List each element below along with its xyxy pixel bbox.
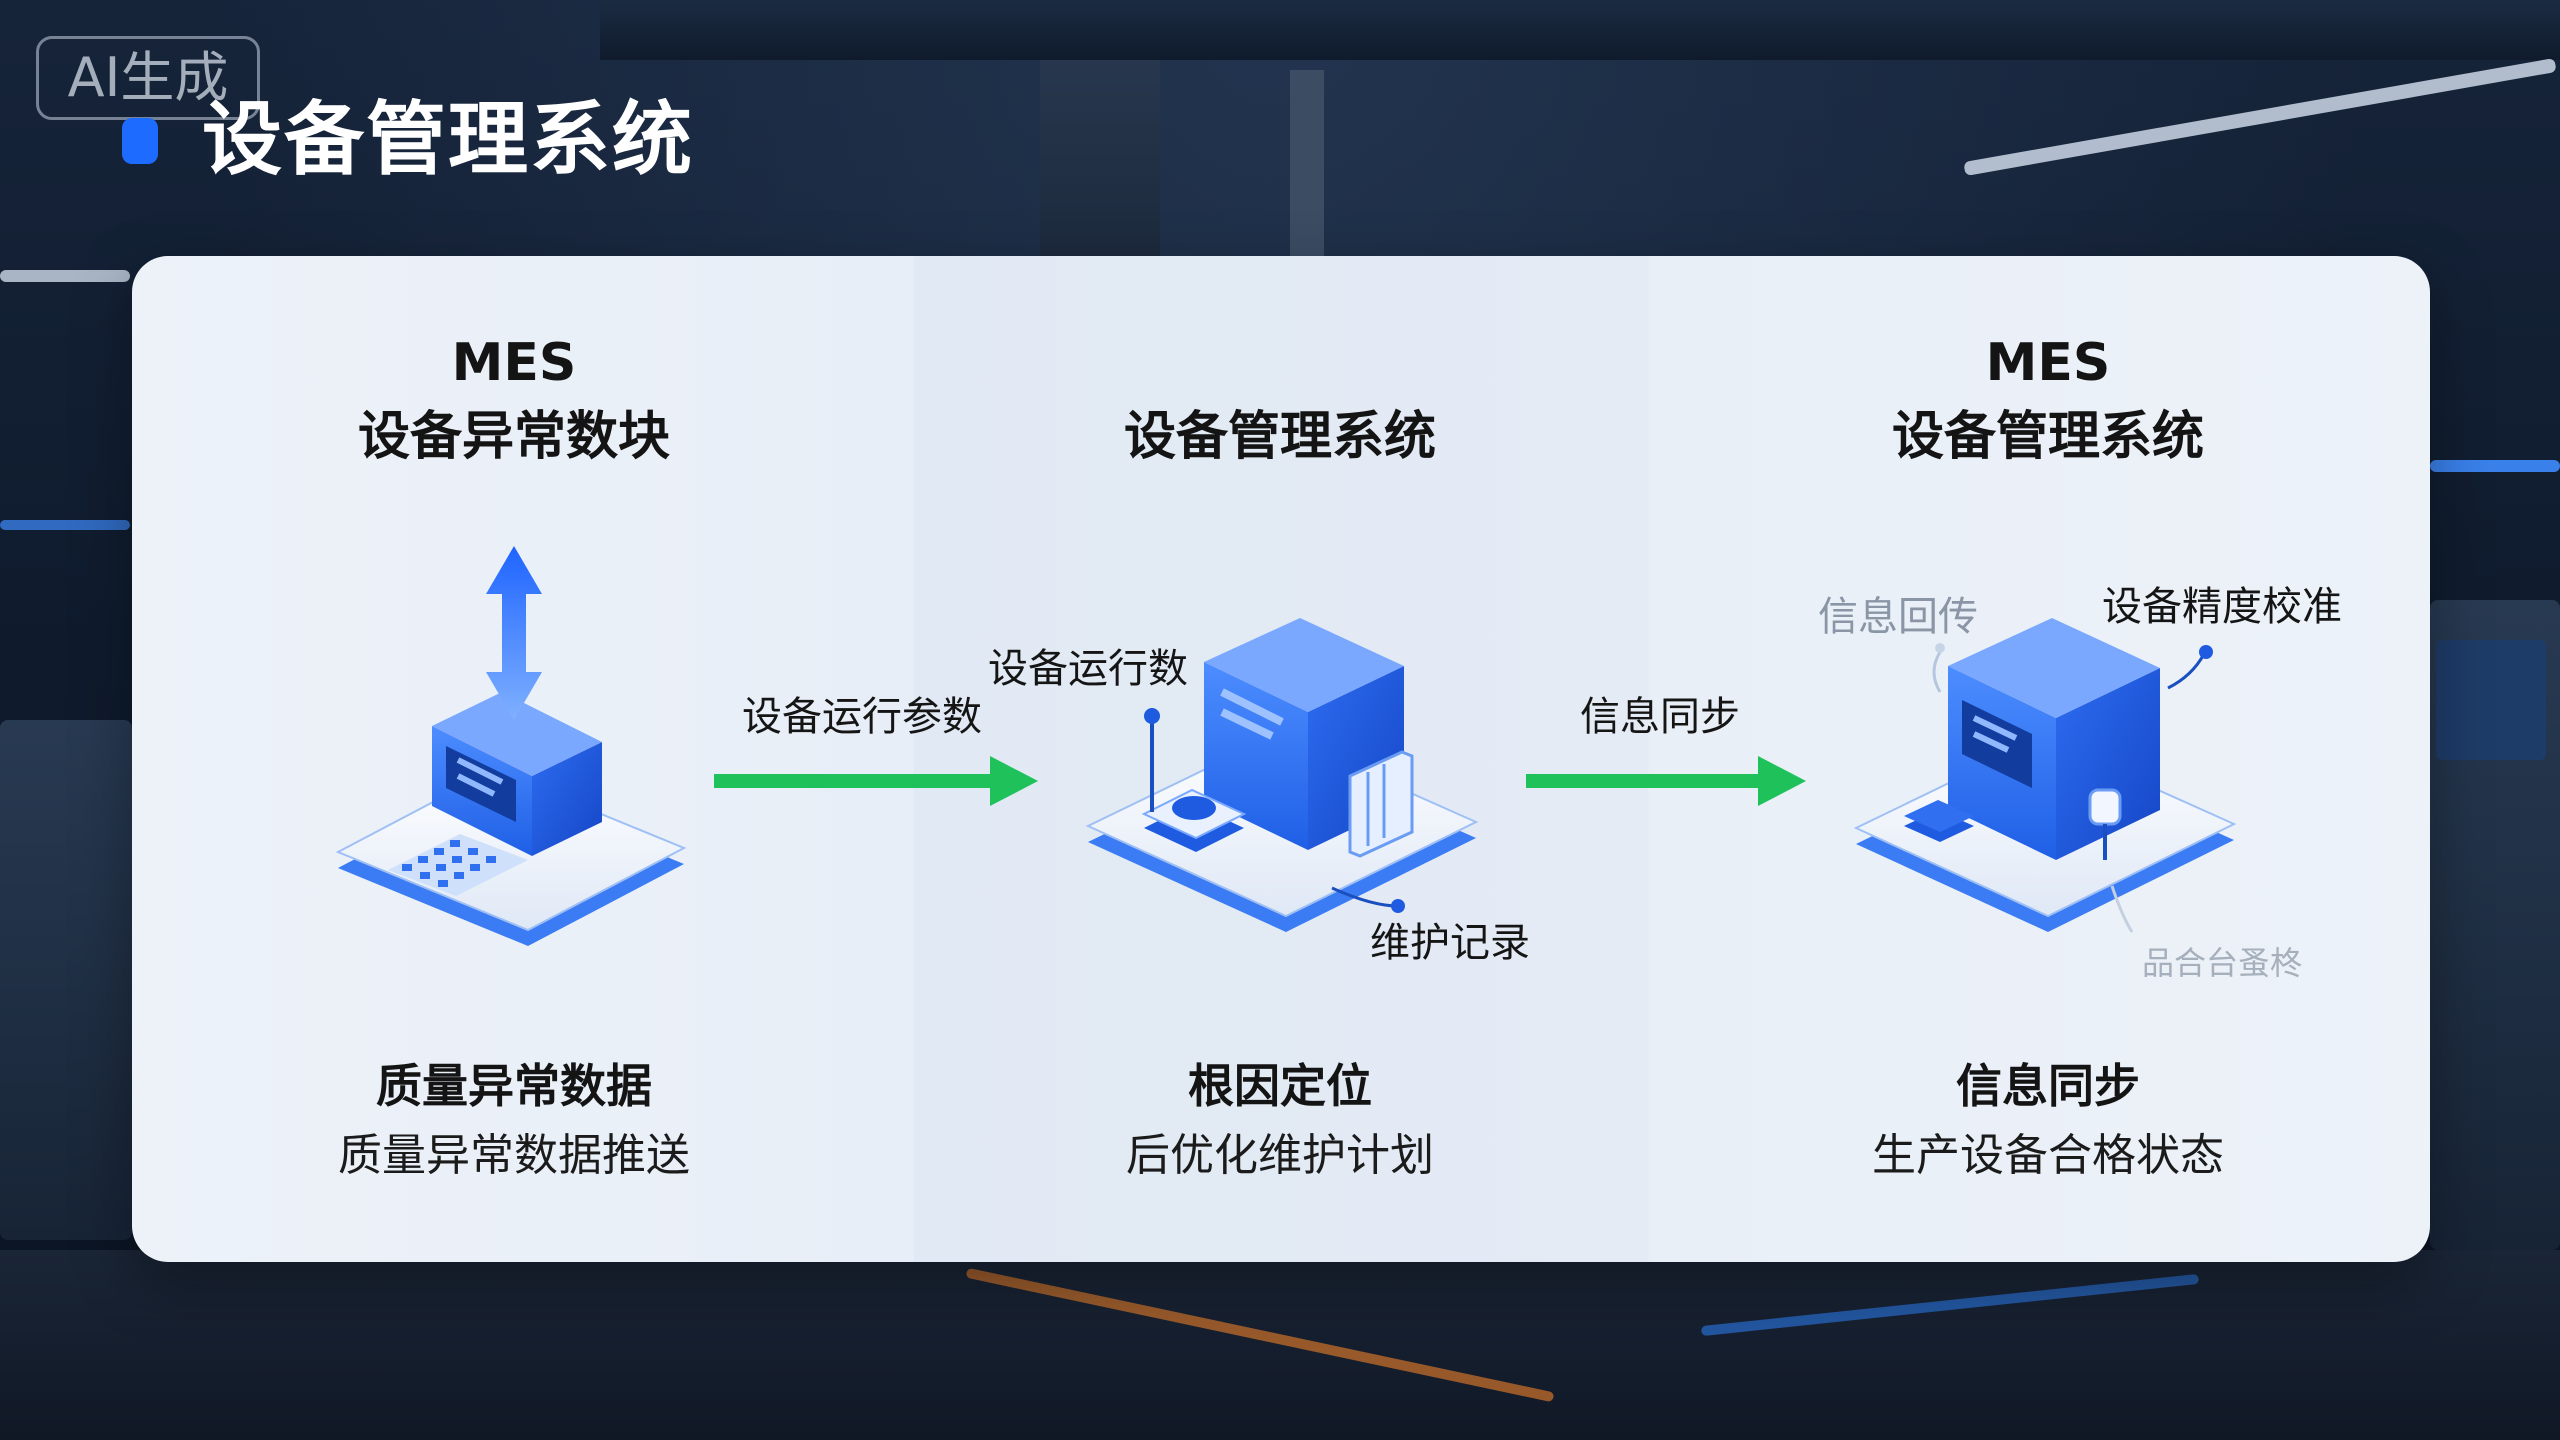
pipe (1290, 70, 1324, 260)
server-front (1204, 662, 1308, 850)
section-2-caption-sub: 后优化维护计划 (1126, 1130, 1434, 1181)
section-1-caption-title: 质量异常数据 (376, 1059, 652, 1113)
callout-faint-bottom: 品合台蚤柊 (2142, 944, 2303, 982)
monitor-top (432, 692, 602, 776)
ceiling-light (0, 270, 130, 282)
section-2-title-line2: 设备管理系统 (1123, 407, 1436, 467)
flow-arrow-1 (714, 756, 1038, 806)
bidirectional-arrow (486, 546, 542, 720)
gauge-unit (2088, 788, 2122, 826)
flow-arrow-2 (1526, 756, 1806, 806)
mes-terminal-illustration (335, 546, 687, 946)
machine-side (2056, 668, 2160, 860)
section-2-title: 设备管理系统 (930, 326, 1630, 474)
callout-device-run-data: 设备运行数 (988, 646, 1188, 692)
section-1-caption-sub: 质量异常数据推送 (338, 1130, 690, 1181)
section-3-caption-title: 信息同步 (1956, 1059, 2140, 1113)
blue-strip-light (2430, 460, 2560, 472)
keyboard-keys (402, 840, 496, 887)
section-1-title-line1: MES (451, 333, 577, 393)
callout-info-return: 信息回传 (1818, 594, 1978, 640)
section-2-caption-title: 根因定位 (1188, 1059, 1372, 1113)
section-3-title: MES 设备管理系统 (1698, 326, 2398, 474)
section-3-caption-sub: 生产设备合格状态 (1872, 1130, 2224, 1181)
ceiling-truss (600, 0, 2560, 60)
storage-module (1348, 750, 1414, 858)
page-title: 设备管理系统 (202, 93, 694, 186)
machine-left (0, 720, 132, 1240)
section-3-title-line2: 设备管理系统 (1891, 407, 2204, 467)
arrow-2-label: 信息同步 (1580, 694, 1740, 740)
section-1-title-line2: 设备异常数块 (357, 407, 670, 467)
keyboard (388, 834, 528, 896)
section-2-title-line1 (930, 326, 1630, 400)
callout-maintenance-record: 维护记录 (1370, 920, 1530, 966)
server-top (1204, 618, 1404, 712)
arrow-1-label: 设备运行参数 (742, 694, 982, 740)
ceiling-light (1963, 58, 2557, 176)
callout-precision-calibration: 设备精度校准 (2102, 584, 2342, 630)
diagram-panel: MES 设备异常数块 设备管理系统 MES 设备管理系统 设备运行参数 信息同步… (132, 256, 2430, 1262)
title-marker (122, 118, 158, 164)
section-1-title: MES 设备异常数块 (164, 326, 864, 474)
monitor-screen (2436, 640, 2546, 760)
monitor-side (532, 742, 602, 856)
blue-strip-light (0, 520, 130, 530)
machine-top (1948, 618, 2160, 718)
section-3-title-line1: MES (1985, 333, 2111, 393)
mes-calibration-illustration (1853, 618, 2237, 933)
management-server-illustration (1085, 618, 1479, 932)
diagram-graphics (335, 546, 2237, 946)
